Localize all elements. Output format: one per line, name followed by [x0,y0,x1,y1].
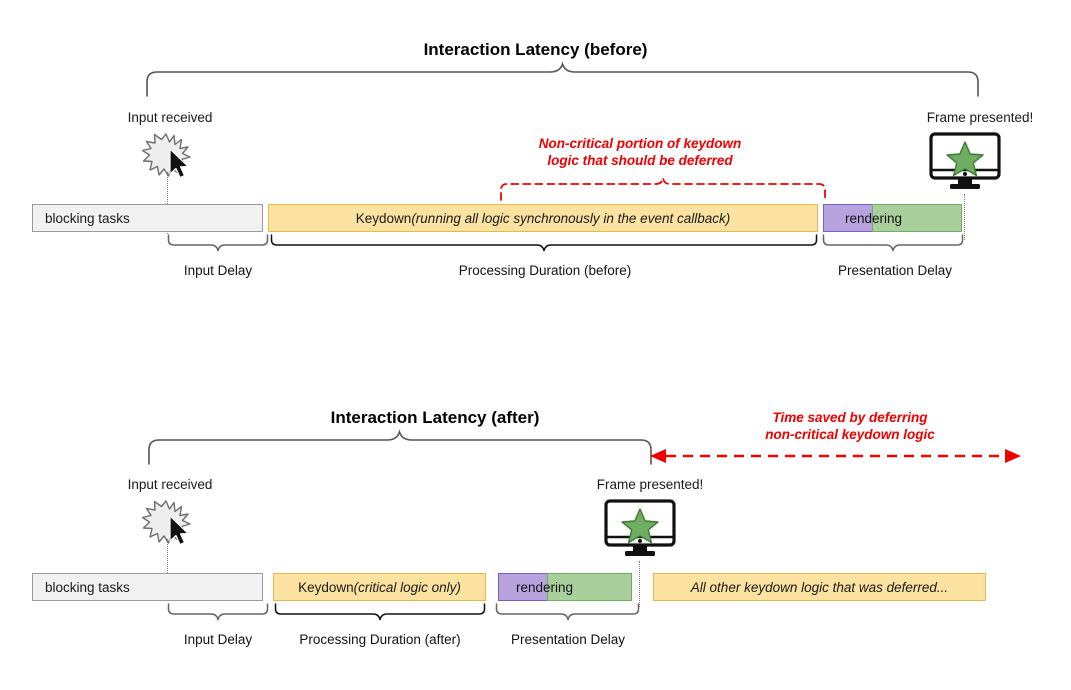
brace-label-presentation-delay-before: Presentation Delay [837,263,953,278]
bar-blocking-tasks-before[interactable]: blocking tasks [32,204,263,232]
diagram-after-input-guideline [167,539,168,601]
bar-keydown-before[interactable]: Keydown (running all logic synchronously… [268,204,818,232]
diagram-after-frame-label: Frame presented! [596,477,704,492]
diagram-before-frame-guideline [964,194,965,240]
diagram-before-annotation-brace [500,177,826,201]
diagram-before-frame-label: Frame presented! [926,110,1034,125]
bar-label-italic: (running all logic synchronously in the … [411,210,731,226]
brace-presentation-delay-before [822,234,964,252]
brace-label-processing-duration-after: Processing Duration (after) [299,632,461,647]
bar-purple-after[interactable] [498,573,548,601]
starburst-icon [141,500,191,544]
bar-label: blocking tasks [45,579,130,595]
brace-processing-duration-after [274,603,486,621]
diagram-before-title: Interaction Latency (before) [423,40,648,59]
diagram-after-top-brace [148,429,652,465]
diagram-before-annotation-line2: logic that should be deferred [547,152,733,168]
diagram-after-title: Interaction Latency (after) [330,408,540,427]
bar-green-before[interactable] [872,204,962,232]
monitor-icon [604,499,676,556]
bar-label-italic: All other keydown logic that was deferre… [690,579,949,595]
diagram-before-input-label: Input received [127,110,213,125]
diagram-after-frame-guideline [639,561,640,607]
bar-keydown-after[interactable]: Keydown (critical logic only) [273,573,486,601]
brace-input-delay-before [167,234,269,252]
diagram-after-input-label: Input received [127,477,213,492]
brace-label-input-delay-after: Input Delay [183,632,253,647]
diagram-after-time-saved-arrow [650,449,1021,463]
brace-label-processing-duration-before: Processing Duration (before) [458,263,632,278]
brace-input-delay-after [167,603,269,621]
bar-deferred-after[interactable]: All other keydown logic that was deferre… [653,573,986,601]
diagram-after-annotation-line2: non-critical keydown logic [765,426,935,442]
diagram-after-annotation-line1: Time saved by deferring [772,410,928,425]
mouse-cursor-icon [169,148,189,179]
mouse-cursor-icon [169,515,189,546]
bar-green-after[interactable] [547,573,632,601]
bar-label-plain: Keydown [355,210,412,226]
bar-label-italic: (critical logic only) [353,579,461,595]
starburst-icon [141,133,191,177]
brace-label-presentation-delay-after: Presentation Delay [510,632,626,647]
diagram-after-annotation: Time saved by deferring non-critical key… [690,410,1010,444]
monitor-icon [929,132,1001,189]
brace-processing-duration-before [270,234,818,252]
brace-presentation-delay-after [495,603,640,621]
diagram-before-annotation: Non-critical portion of keydown logic th… [440,136,840,170]
diagram-before-annotation-line1: Non-critical portion of keydown [538,136,742,151]
diagram-before-input-guideline [167,172,168,234]
bar-purple-before[interactable] [823,204,873,232]
diagram-before-top-brace [146,61,979,97]
bar-label-plain: Keydown [298,579,354,595]
bar-label: blocking tasks [45,210,130,226]
bar-blocking-tasks-after[interactable]: blocking tasks [32,573,263,601]
brace-label-input-delay-before: Input Delay [183,263,253,278]
